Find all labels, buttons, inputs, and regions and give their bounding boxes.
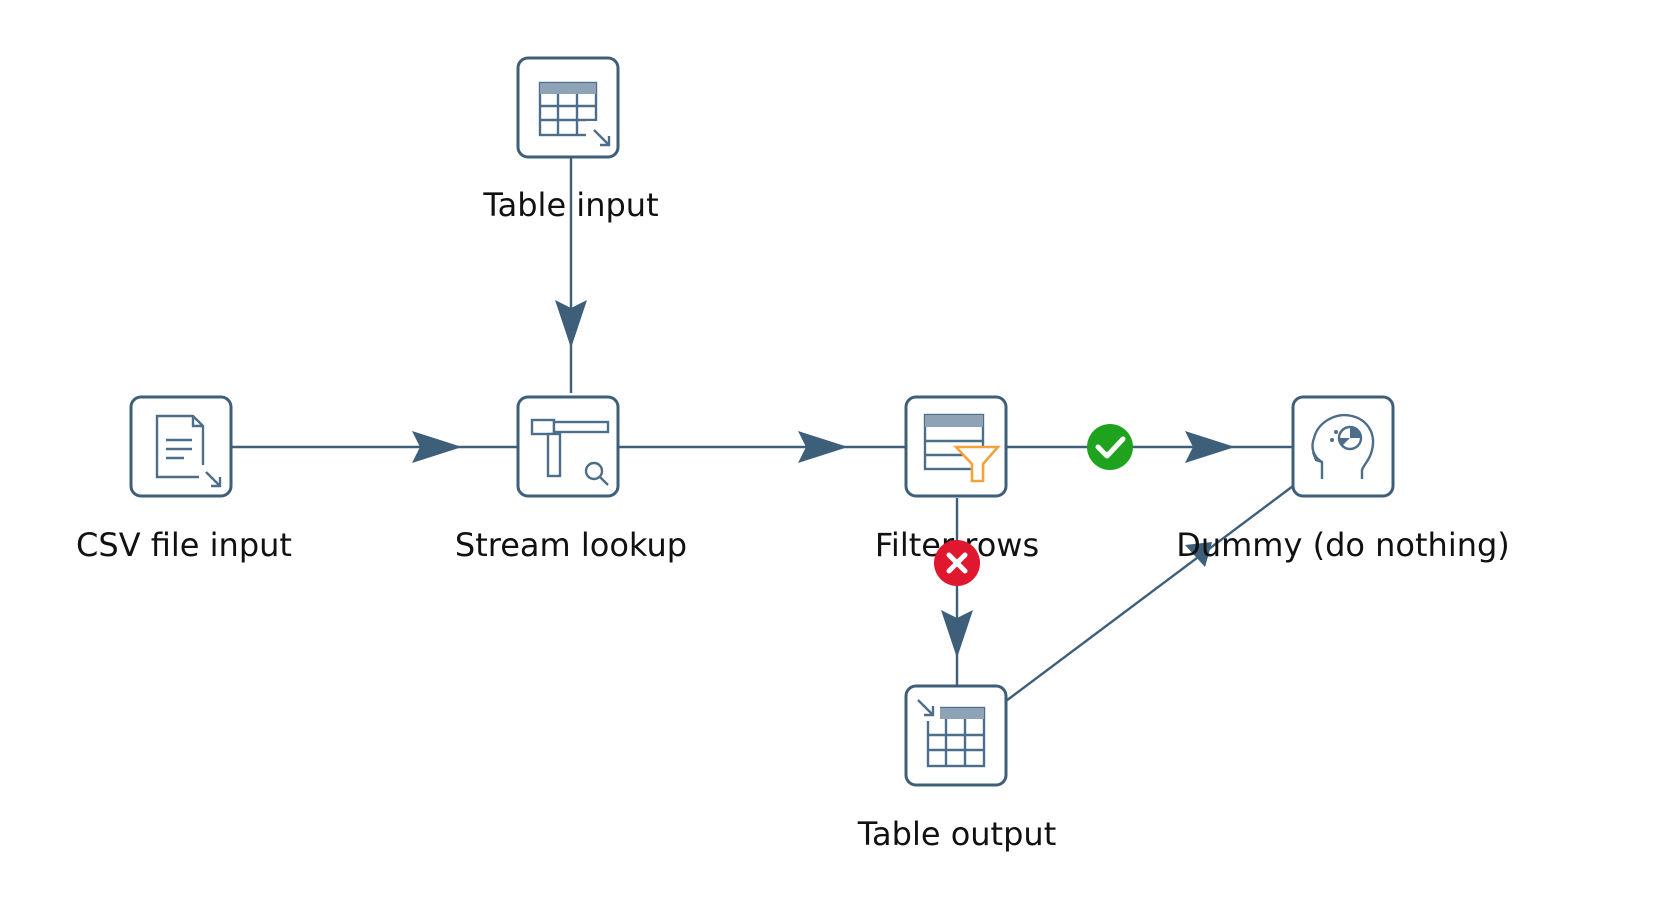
step-stream-lookup[interactable]: Stream lookup (455, 395, 687, 564)
dummy-head-icon (1311, 413, 1375, 479)
step-dummy[interactable]: Dummy (do nothing) (1176, 395, 1510, 564)
stream-lookup-icon (530, 418, 610, 486)
hop-filter-rows-to-table-output-false[interactable] (941, 498, 973, 685)
hop-csv-to-stream-lookup[interactable] (230, 431, 520, 463)
hop-table-output-to-dummy[interactable] (1005, 485, 1294, 702)
check-icon[interactable] (1087, 424, 1133, 470)
step-csv-file-input[interactable]: CSV file input (76, 395, 292, 564)
csv-file-icon (155, 414, 225, 491)
step-label-stream-lookup: Stream lookup (455, 526, 687, 564)
x-icon[interactable] (934, 540, 980, 586)
hops (230, 157, 1294, 702)
step-label-dummy: Dummy (do nothing) (1176, 526, 1510, 564)
step-table-output[interactable]: Table output (857, 684, 1056, 853)
step-label-table-input: Table input (482, 186, 658, 224)
hop-stream-lookup-to-filter-rows[interactable] (619, 431, 906, 463)
step-filter-rows[interactable]: Filter rows (875, 395, 1039, 564)
hop-table-input-to-stream-lookup[interactable] (555, 157, 587, 393)
table-output-icon (912, 693, 986, 768)
step-label-table-output: Table output (857, 815, 1056, 853)
table-input-icon (538, 81, 614, 149)
step-label-csv-file-input: CSV file input (76, 526, 292, 564)
step-table-input[interactable]: Table input (482, 56, 659, 224)
filter-rows-icon (923, 413, 1001, 483)
hop-filter-rows-to-dummy-true[interactable] (1006, 431, 1292, 463)
